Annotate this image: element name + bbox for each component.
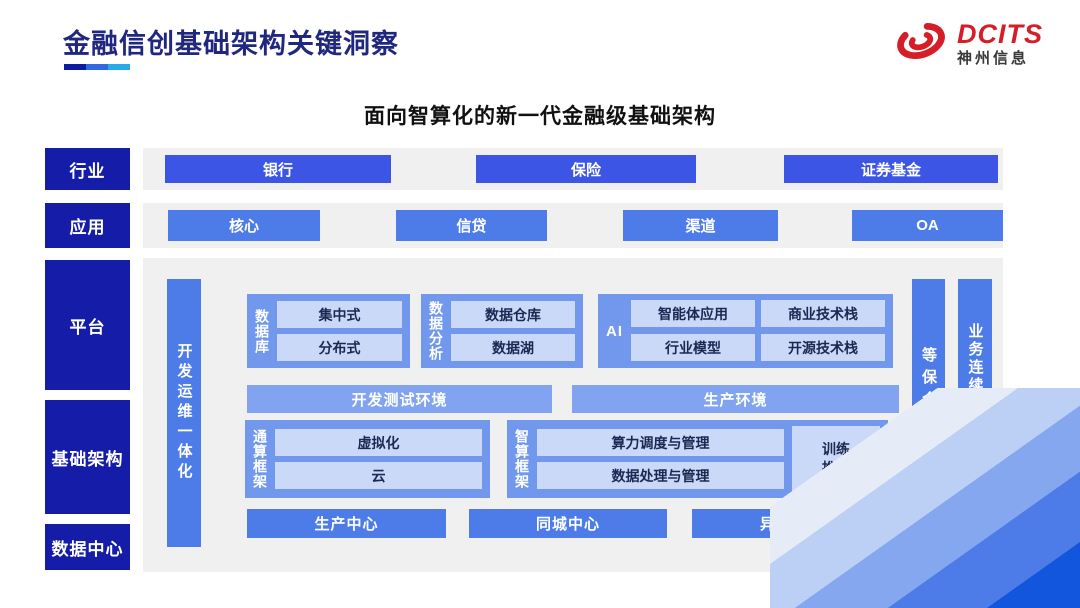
ai-agent-apps: 智能体应用 xyxy=(631,300,755,327)
security-compliance-bar: 等保合规安全 xyxy=(912,279,945,547)
application-row: 核心 信贷 渠道 OA xyxy=(143,203,1003,248)
cloud: 云 xyxy=(275,462,482,489)
app-oa: OA xyxy=(852,210,1003,241)
ai-group: AI 智能体应用 商业技术栈 行业模型 开源技术栈 xyxy=(598,294,893,368)
database-group: 数据库 集中式 分布式 xyxy=(247,294,410,368)
data-analytics-group-label: 数据分析 xyxy=(428,301,444,361)
platform-panel: 开发运维一体化 等保合规安全 业务连续性及数据保护 数据库 集中式 分布式 数据… xyxy=(143,258,1003,572)
sidebar-item-platform: 平台 xyxy=(45,260,130,390)
industry-row: 银行 保险 证券基金 xyxy=(143,148,1003,190)
data-lake: 数据湖 xyxy=(451,334,575,361)
database-distributed: 分布式 xyxy=(277,334,402,361)
virtualization: 虚拟化 xyxy=(275,429,482,456)
title-underline xyxy=(64,64,130,70)
production-center: 生产中心 xyxy=(247,509,446,538)
sidebar-item-industry: 行业 xyxy=(45,148,130,190)
training-inference: 训练推理 xyxy=(792,426,880,492)
dev-test-environment-bar: 开发测试环境 xyxy=(247,385,552,413)
page-title: 金融信创基础架构关键洞察 xyxy=(63,29,399,59)
app-channel: 渠道 xyxy=(623,210,778,241)
devops-integration-bar: 开发运维一体化 xyxy=(167,279,201,547)
company-logo: DCITS 神州信息 xyxy=(893,16,1043,71)
industry-bank: 银行 xyxy=(165,155,391,183)
business-continuity-bar: 业务连续性及数据保护 xyxy=(958,279,992,547)
industry-insurance: 保险 xyxy=(476,155,696,183)
sidebar-item-application: 应用 xyxy=(45,203,130,248)
dcits-swirl-icon xyxy=(893,16,949,71)
intelligent-computing-framework-group: 智算框架 算力调度与管理 数据处理与管理 训练推理 xyxy=(507,420,888,498)
logo-brand-text: DCITS xyxy=(957,19,1043,50)
sidebar-item-datacenter: 数据中心 xyxy=(45,524,130,570)
ai-open-source-stack: 开源技术栈 xyxy=(761,334,885,361)
database-centralized: 集中式 xyxy=(277,301,402,328)
industry-securities-funds: 证券基金 xyxy=(784,155,998,183)
app-core: 核心 xyxy=(168,210,320,241)
remote-center: 异地中心 xyxy=(692,509,892,538)
ai-industry-models: 行业模型 xyxy=(631,334,755,361)
diagram-heading: 面向智算化的新一代金融级基础架构 xyxy=(364,105,716,128)
data-analytics-group: 数据分析 数据仓库 数据湖 xyxy=(421,294,583,368)
same-city-center: 同城中心 xyxy=(469,509,667,538)
intelligent-computing-framework-label: 智算框架 xyxy=(514,429,530,489)
production-environment-bar: 生产环境 xyxy=(572,385,899,413)
logo-company-text: 神州信息 xyxy=(957,49,1030,67)
compute-scheduling-management: 算力调度与管理 xyxy=(537,429,784,456)
general-computing-framework-label: 通算框架 xyxy=(252,429,268,489)
ai-commercial-stack: 商业技术栈 xyxy=(761,300,885,327)
data-warehouse: 数据仓库 xyxy=(451,301,575,328)
general-computing-framework-group: 通算框架 虚拟化 云 xyxy=(245,420,490,498)
ai-group-label: AI xyxy=(606,322,623,340)
app-credit: 信贷 xyxy=(396,210,547,241)
database-group-label: 数据库 xyxy=(254,308,270,354)
sidebar-item-infrastructure: 基础架构 xyxy=(45,400,130,514)
data-processing-management: 数据处理与管理 xyxy=(537,462,784,489)
